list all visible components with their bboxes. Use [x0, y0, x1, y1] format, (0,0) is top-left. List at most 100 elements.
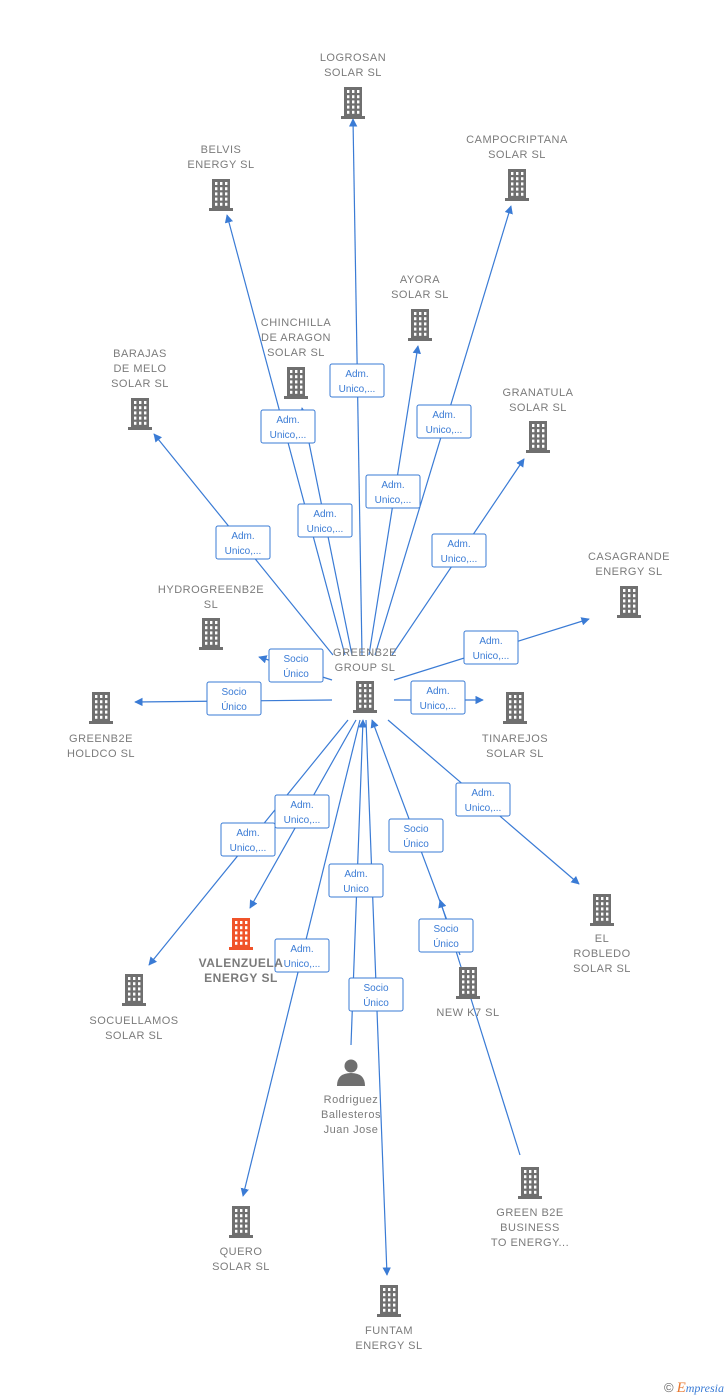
node-label-line: BARAJAS [113, 348, 167, 360]
edge-label-line: Unico,... [270, 430, 307, 441]
edge-label-line: Adm. [432, 410, 455, 421]
edge-label-line: Único [403, 837, 429, 850]
edge-label-line: Unico,... [441, 554, 478, 565]
edge-label-line: Adm. [479, 636, 502, 647]
edge-label-box[interactable]: Adm.Unico,... [274, 938, 330, 973]
edge-label-line: Unico,... [307, 524, 344, 535]
edge-label-line: Adm. [381, 480, 404, 491]
building-icon [209, 179, 233, 211]
node-label-line: HOLDCO SL [67, 748, 135, 760]
node-label-line: GREENB2E [333, 647, 397, 659]
edge-label-box[interactable]: Adm.Unico,... [365, 474, 421, 509]
edge-labels-layer: Adm. Unico,... Adm. Unico,... Adm. Unico,... A… [206, 363, 519, 1012]
node-label-line: ENERGY SL [204, 971, 278, 985]
building-icon [128, 398, 152, 430]
node-label-line: SL [204, 599, 218, 611]
edge-label-box[interactable]: Adm.Unico,... [455, 782, 511, 817]
node-greenb2e_holdco[interactable]: GREENB2E HOLDCO SL [67, 692, 135, 760]
building-icon [408, 309, 432, 341]
edge-label-line: Adm. [313, 509, 336, 520]
node-new_k7[interactable]: NEW K7 SL [436, 967, 499, 1019]
building-icon [89, 692, 113, 724]
node-label-line: GROUP SL [335, 662, 396, 674]
edge-label-line: Unico,... [426, 425, 463, 436]
edge-label-line: Unico,... [230, 843, 267, 854]
node-label-line: ENERGY SL [595, 566, 662, 578]
node-label-line: SOLAR SL [324, 67, 382, 79]
building-icon [229, 918, 253, 950]
edge-label-box[interactable]: Adm. Unico,... [297, 503, 353, 538]
node-label-line: QUERO [220, 1246, 263, 1258]
edge-label-line: Unico,... [473, 651, 510, 662]
node-label-line: TO ENERGY... [491, 1237, 569, 1249]
node-label-line: NEW K7 SL [436, 1007, 499, 1019]
node-label-line: ROBLEDO [573, 948, 630, 960]
node-label-line: SOLAR SL [488, 149, 546, 161]
edge-label-box[interactable]: Adm.Unico,... [329, 363, 385, 398]
edge-label-box[interactable]: Adm. Unico,... [463, 630, 519, 665]
building-icon [590, 894, 614, 926]
node-label-line: ENERGY SL [355, 1340, 422, 1352]
node-hydrogreen[interactable]: HYDROGREENB2E SL [158, 584, 264, 650]
edge-label-line: Único [433, 937, 459, 950]
building-icon [503, 692, 527, 724]
edge-label-line: Adm. [290, 944, 313, 955]
edge-label-line: Adm. [344, 869, 367, 880]
edge-label-line: Único [283, 667, 309, 680]
building-icon [456, 967, 480, 999]
edge-label-line: Adm. [276, 415, 299, 426]
edge-label-box[interactable]: Adm. Unico,... [416, 404, 472, 439]
edge-label-box[interactable]: Adm.Unico,... [410, 680, 466, 715]
node-granatula[interactable]: GRANATULA SOLAR SL [503, 387, 574, 453]
edge-label-box[interactable]: Adm.Unico,... [274, 794, 330, 829]
edge-label-box[interactable]: Adm.Unico [328, 863, 384, 898]
edge-label-box[interactable]: Adm.Unico,... [215, 525, 271, 560]
edge-label-line: Socio [433, 924, 458, 935]
node-label-line: SOLAR SL [509, 402, 567, 414]
node-greenb2e_group[interactable]: GREENB2E GROUP SL [333, 647, 397, 713]
edge-label-box[interactable]: Adm.Unico,... [220, 822, 276, 857]
building-icon [284, 367, 308, 399]
node-label-line: GRANATULA [503, 387, 574, 399]
edge-label-line: Único [363, 996, 389, 1009]
node-funtam[interactable]: FUNTAM ENERGY SL [355, 1285, 422, 1352]
edge-label-box[interactable]: Adm. Unico,... [260, 409, 316, 444]
node-label-line: HYDROGREENB2E [158, 584, 264, 596]
copyright-symbol: © [664, 1380, 674, 1395]
node-label-line: SOLAR SL [486, 748, 544, 760]
node-label-line: BELVIS [201, 144, 242, 156]
person-icon [337, 1059, 365, 1086]
building-icon [122, 974, 146, 1006]
edge-label-line: Adm. [290, 800, 313, 811]
edge-label-box[interactable]: Adm.Unico,... [431, 533, 487, 568]
node-label-line: SOLAR SL [105, 1030, 163, 1042]
node-label-line: SOLAR SL [111, 378, 169, 390]
node-label-line: GREENB2E [69, 733, 133, 745]
node-label-line: CHINCHILLA [261, 317, 332, 329]
watermark-initial: E [676, 1380, 686, 1396]
node-label-line: SOLAR SL [391, 289, 449, 301]
node-label-line: FUNTAM [365, 1325, 413, 1337]
edge-label-line: Adm. [345, 369, 368, 380]
